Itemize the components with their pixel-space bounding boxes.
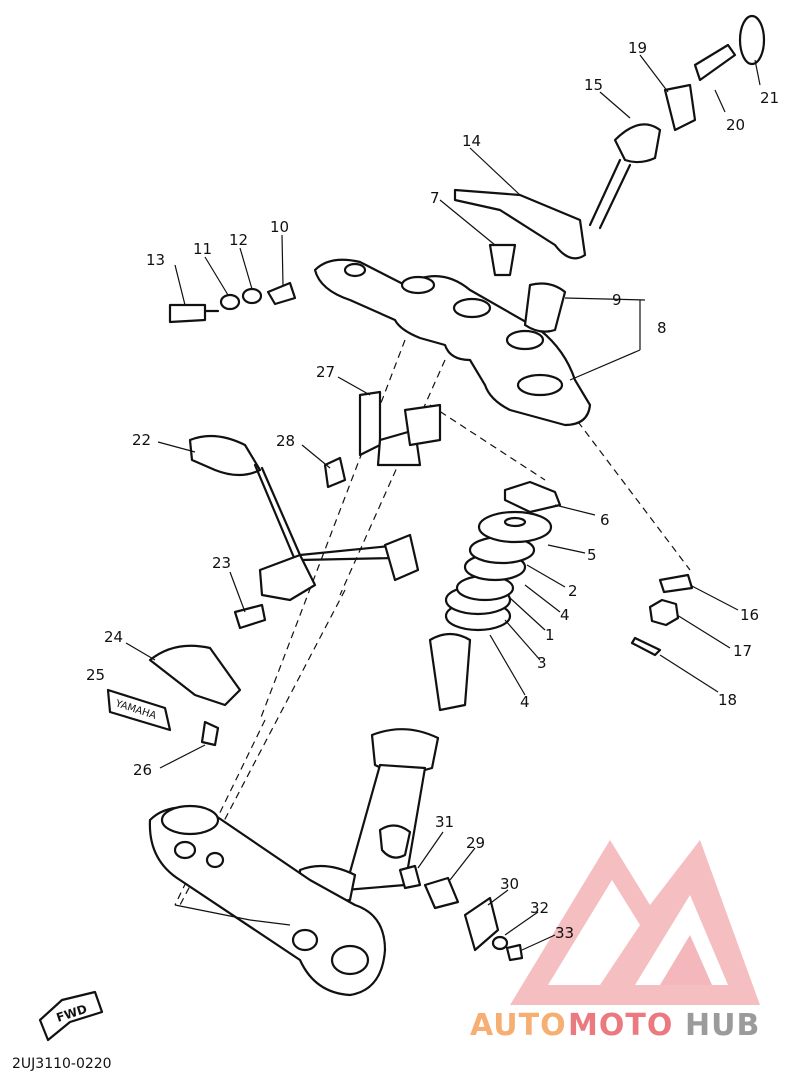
callout-1: 1: [545, 626, 555, 644]
callout-14: 14: [462, 132, 481, 150]
callout-20: 20: [726, 116, 745, 134]
nameplate: [106, 644, 242, 747]
callout-15: 15: [584, 76, 603, 94]
headlight-stay: [188, 434, 420, 630]
callout-26: 26: [133, 761, 152, 779]
callout-8: 8: [657, 319, 667, 337]
watermark-wordmark: AUTO MOTO HUB: [470, 1008, 760, 1043]
callout-7: 7: [430, 189, 440, 207]
upper-bracket: [313, 258, 592, 427]
leader-lines: [125, 54, 761, 951]
callout-19: 19: [628, 39, 647, 57]
watermark-auto: AUTO: [470, 1008, 567, 1043]
callout-28: 28: [276, 432, 295, 450]
callout-2: 2: [568, 582, 578, 600]
watermark-hub: HUB: [685, 1008, 760, 1043]
small-parts-right: [630, 573, 694, 657]
callout-32: 32: [530, 899, 549, 917]
callout-9: 9: [612, 291, 622, 309]
callout-4b: 4: [520, 693, 530, 711]
fasteners-left: [168, 281, 297, 324]
watermark-logo-icon: [510, 840, 760, 1005]
callout-6: 6: [600, 511, 610, 529]
callout-17: 17: [733, 642, 752, 660]
callout-18: 18: [718, 691, 737, 709]
small-parts-bottom: [398, 864, 524, 962]
callout-21: 21: [760, 89, 779, 107]
callout-4a: 4: [560, 606, 570, 624]
callout-13: 13: [146, 251, 165, 269]
callout-31: 31: [435, 813, 454, 831]
callout-33: 33: [555, 924, 574, 942]
callout-11: 11: [193, 240, 212, 258]
handlebar-holder: [453, 14, 766, 333]
callout-29: 29: [466, 834, 485, 852]
diagram-code: 2UJ3110-0220: [12, 1056, 112, 1072]
bearing-stack: [444, 480, 562, 632]
bracket-27: [323, 390, 442, 489]
fwd-arrow-icon: FWD: [38, 990, 104, 1042]
callout-23: 23: [212, 554, 231, 572]
callout-27: 27: [316, 363, 335, 381]
callout-30: 30: [500, 875, 519, 893]
callout-12: 12: [229, 231, 248, 249]
callout-16: 16: [740, 606, 759, 624]
callout-3: 3: [537, 654, 547, 672]
callout-24: 24: [104, 628, 123, 646]
callout-labels: 1 2 3 4 4 5 6 7 8 9 10 11 12 13 14 15 16…: [86, 39, 779, 942]
watermark-moto: MOTO: [568, 1008, 673, 1043]
callout-5: 5: [587, 546, 597, 564]
callout-22: 22: [132, 431, 151, 449]
callout-10: 10: [270, 218, 289, 236]
callout-25: 25: [86, 666, 105, 684]
